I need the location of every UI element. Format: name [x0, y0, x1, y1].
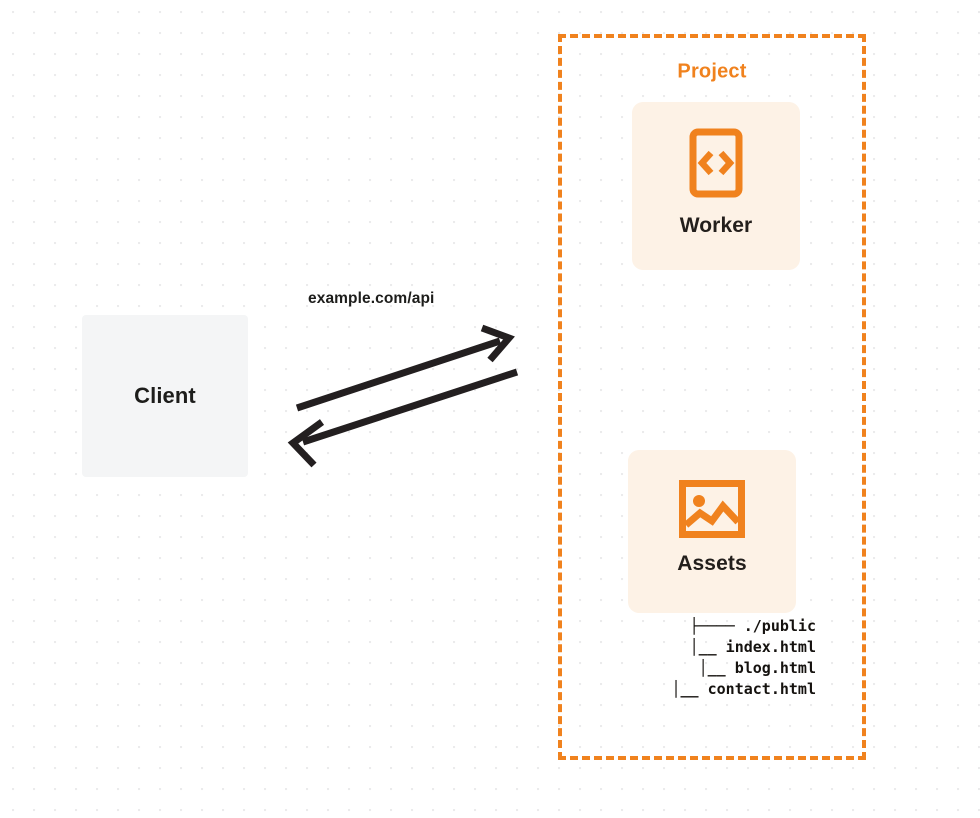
image-icon	[679, 480, 745, 538]
connection-label: example.com/api	[308, 290, 435, 307]
client-node[interactable]: Client	[82, 315, 248, 477]
worker-node[interactable]: Worker	[632, 102, 800, 270]
project-title: Project	[670, 60, 754, 84]
client-label: Client	[134, 383, 196, 408]
request-arrow	[295, 324, 515, 412]
file-tree-row: │__ index.html	[689, 638, 816, 656]
assets-node[interactable]: Assets	[628, 450, 796, 613]
file-tree-row: │__ blog.html	[698, 659, 816, 677]
worker-label: Worker	[679, 214, 753, 237]
file-tree-row: ├──── ./public	[689, 617, 816, 635]
project-boundary: Project	[558, 34, 866, 760]
file-tree: ├──── ./public │__ index.html │__ blog.h…	[606, 616, 817, 700]
code-brackets-icon	[689, 128, 743, 198]
assets-label: Assets	[677, 552, 747, 575]
file-tree-row: │__ contact.html	[671, 680, 817, 698]
response-arrow	[287, 368, 519, 468]
